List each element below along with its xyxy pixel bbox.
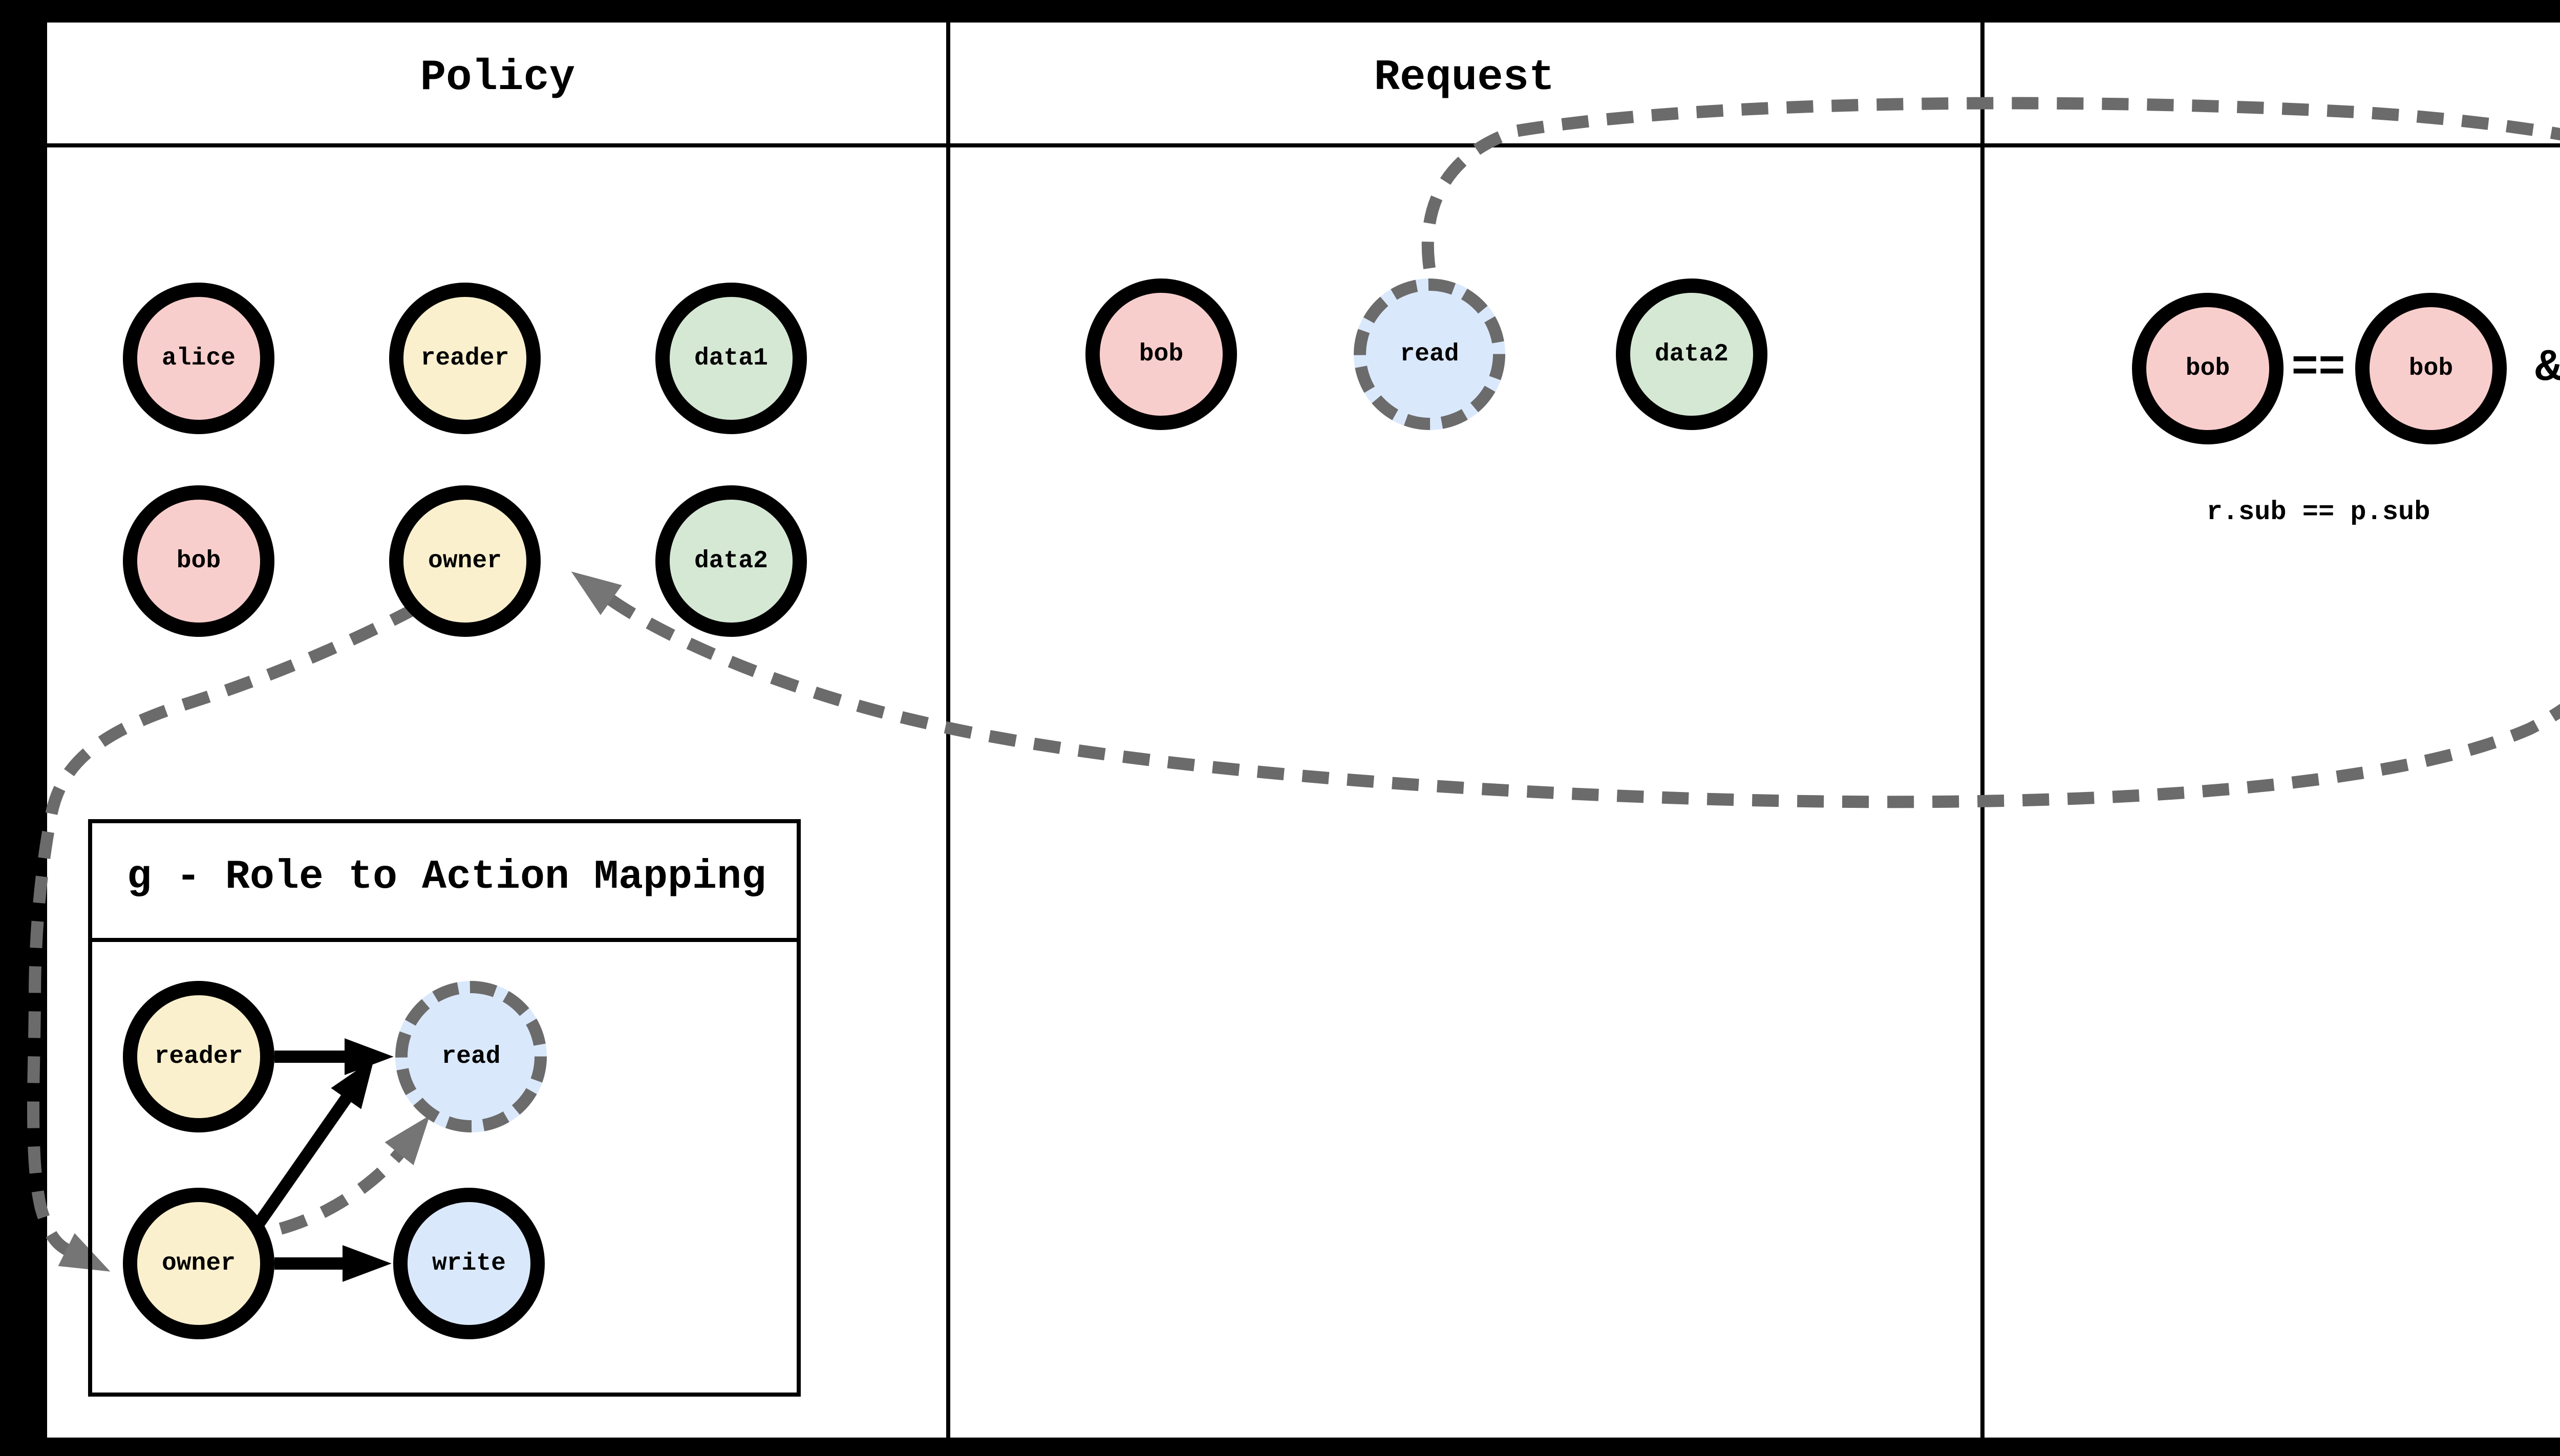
request-node-bob: bob — [1085, 279, 1237, 430]
dashed-trace-request-read-to-matching-read — [1421, 97, 2560, 269]
request-node-data2: data2 — [1616, 279, 1767, 430]
policy-node-alice: alice — [123, 283, 274, 434]
matching-op-and1: && — [2535, 343, 2560, 394]
policy-node-reader: reader — [389, 283, 541, 434]
gbox-node-write: write — [393, 1188, 545, 1339]
dashed-trace-policy-owner-to-gbox-owner — [27, 603, 419, 1272]
gbox-node-read: read — [395, 981, 547, 1132]
dashed-trace-gbox-owner-to-gbox-read — [279, 1115, 430, 1235]
policy-node-data1: data1 — [655, 283, 807, 434]
divider-request-matching — [1980, 23, 1985, 1438]
matching-node-psub: bob — [2355, 293, 2507, 444]
policy-node-bob: bob — [123, 485, 274, 637]
dashed-trace-matching-owner-to-policy-owner — [571, 571, 2560, 808]
caption-sub-match: r.sub == p.sub — [2206, 497, 2430, 527]
request-node-read: read — [1354, 279, 1505, 430]
matching-op-eq1: == — [2291, 343, 2345, 394]
policy-node-owner: owner — [389, 485, 541, 637]
gbox-node-reader: reader — [123, 981, 274, 1132]
header-request: Request — [1374, 56, 1555, 103]
header-policy: Policy — [420, 56, 575, 103]
gbox-frame — [88, 819, 801, 1397]
policy-node-data2: data2 — [655, 485, 807, 637]
edge-owner-read-arrow — [253, 1058, 374, 1228]
gbox-node-owner: owner — [123, 1188, 274, 1339]
divider-header — [47, 143, 2560, 147]
gbox-title-divider — [88, 938, 801, 942]
matching-node-rsub: bob — [2132, 293, 2284, 444]
gbox-title: g - Role to Action Mapping — [126, 855, 766, 902]
